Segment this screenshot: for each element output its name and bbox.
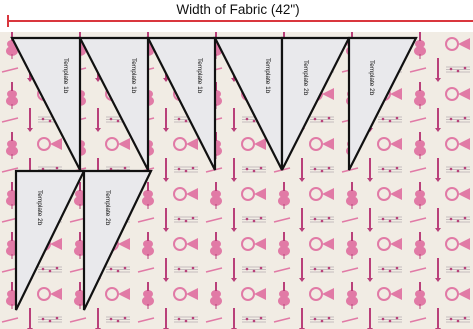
template-piece: Template 1b bbox=[10, 36, 82, 171]
template-label: Template 1b bbox=[264, 58, 271, 94]
template-piece: Template 2b bbox=[280, 36, 351, 171]
template-pieces: Template 1b Template 1b Template 1b Templat… bbox=[10, 36, 418, 311]
template-piece: Template 1b bbox=[146, 36, 217, 171]
template-piece: Template 1b bbox=[213, 36, 284, 171]
template-triangle bbox=[146, 36, 217, 171]
template-piece: Template 2b bbox=[347, 36, 418, 171]
template-triangle bbox=[280, 36, 351, 171]
template-piece: Template 2b bbox=[82, 169, 153, 311]
template-triangle bbox=[14, 169, 86, 311]
template-piece: Template 1b bbox=[78, 36, 150, 171]
template-label: Template 2b bbox=[36, 190, 43, 226]
template-label: Template 1b bbox=[62, 58, 69, 94]
template-label: Template 1b bbox=[196, 58, 203, 94]
template-label: Template 2b bbox=[368, 60, 375, 96]
template-triangle bbox=[78, 36, 150, 171]
template-triangle bbox=[82, 169, 153, 311]
template-triangle bbox=[10, 36, 82, 171]
template-label: Template 2b bbox=[104, 190, 111, 226]
template-piece: Template 2b bbox=[14, 169, 86, 311]
template-label: Template 1b bbox=[130, 58, 137, 94]
template-label: Template 2b bbox=[302, 60, 309, 96]
width-ruler bbox=[7, 15, 473, 27]
template-triangle bbox=[347, 36, 418, 171]
fabric-width-title: Width of Fabric (42") bbox=[176, 2, 299, 17]
